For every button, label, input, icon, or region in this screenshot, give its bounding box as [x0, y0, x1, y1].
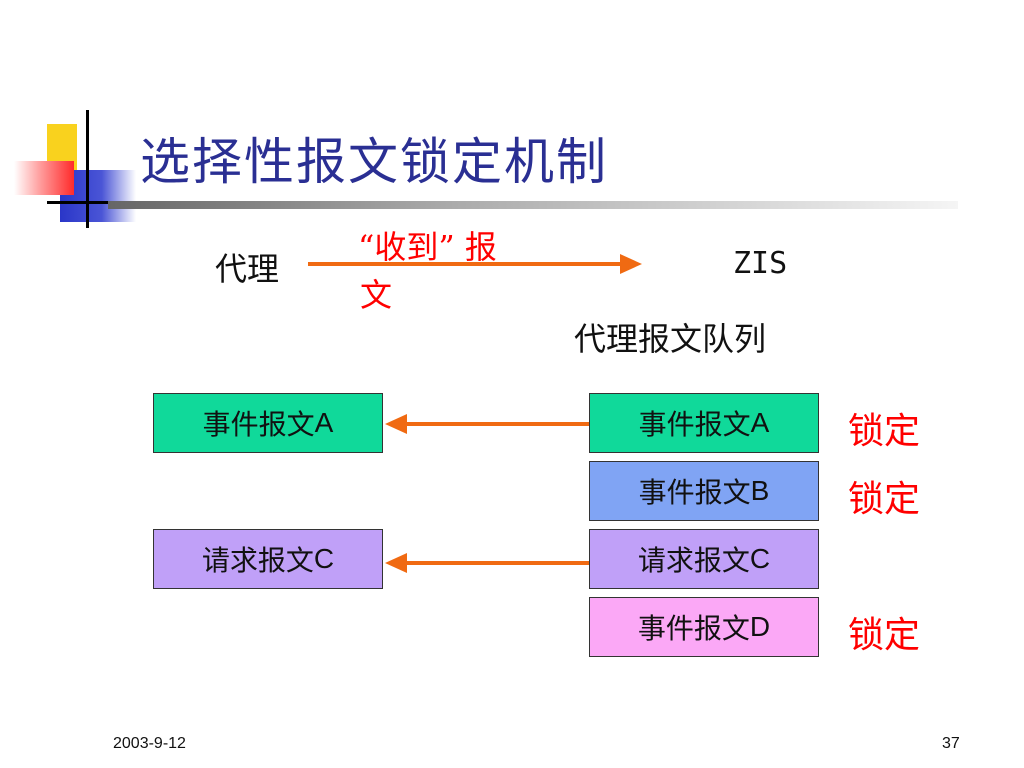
message-letter: C	[313, 543, 335, 574]
lock-label-a: 锁定	[848, 411, 921, 452]
title-underline	[108, 201, 958, 209]
message-prefix: 请求报文	[637, 544, 750, 577]
message-prefix: 事件报文	[638, 408, 751, 441]
message-prefix: 事件报文	[202, 408, 315, 441]
message-letter: A	[314, 407, 334, 438]
message-letter: C	[749, 543, 771, 574]
delivery-arrow-c	[385, 553, 589, 573]
page-number: 37	[942, 735, 960, 752]
decoration-horizontal-line	[47, 201, 117, 204]
proxy-label: 代理	[215, 250, 280, 288]
delivery-arrow-a	[385, 414, 589, 434]
decoration-red-square	[14, 161, 74, 195]
message-letter: D	[749, 611, 771, 642]
message-prefix: 请求报文	[201, 544, 314, 577]
lock-label-d: 锁定	[848, 615, 921, 656]
queue-label: 代理报文队列	[574, 320, 767, 358]
message-prefix: 事件报文	[637, 612, 750, 645]
arrow-label-line1: “收到” 报	[358, 228, 497, 266]
arrow-label-line2: 文	[360, 276, 393, 314]
message-letter: A	[750, 407, 770, 438]
footer-date: 2003-9-12	[113, 735, 186, 752]
message-letter: B	[750, 475, 770, 506]
zis-label: ZIS	[733, 246, 788, 281]
message-prefix: 事件报文	[638, 476, 751, 509]
lock-label-b: 锁定	[848, 479, 921, 520]
decoration-vertical-line	[86, 110, 89, 228]
receive-arrow	[308, 254, 642, 274]
slide-title: 选择性报文锁定机制	[140, 133, 608, 191]
